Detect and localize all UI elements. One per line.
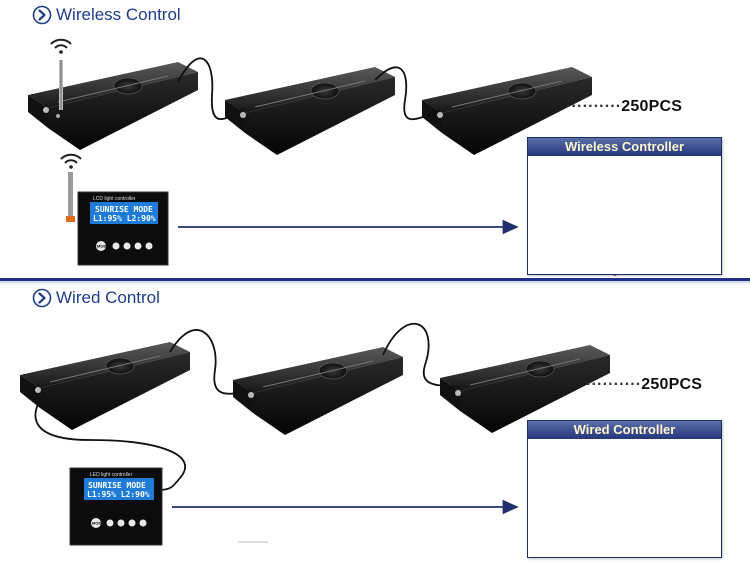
wired-controller-box: Wired Controller [527,420,722,558]
lcd-screen [90,202,158,224]
mode-button [96,241,106,251]
lcd-line-2: L1:95% L2:90% [87,490,150,499]
wired-lamp-2 [233,347,403,435]
circled-arrow-icon [32,288,52,308]
wired-lcd-controller: LED light controller SUNRISE MODE L1:95%… [69,467,163,546]
link-cable [177,57,246,120]
antenna-icon [66,172,75,222]
wired-section-title: Wired Control [56,288,160,307]
lcd-line-1: SUNRISE MODE [95,205,153,214]
wired-section-heading: Wired Control [32,288,160,308]
fan-icon [105,357,135,375]
section-divider [0,278,750,281]
ok-button [139,519,147,527]
left-button [117,519,125,527]
up-button [112,242,120,250]
lcd-line-1: SUNRISE MODE [88,481,146,490]
fan-icon [318,362,348,380]
circled-arrow-icon [32,5,52,25]
wireless-count-label: ··········250PCS [566,98,683,115]
fan-icon [310,82,340,100]
fan-icon [525,360,555,378]
wireless-lamp-2 [225,67,395,155]
svg-text:MODE: MODE [92,521,104,526]
wifi-signal-icon [50,38,72,54]
link-cable [169,329,253,395]
left-button [123,242,131,250]
controller-cable [34,391,187,491]
wired-controller-caption: Wired Controller [528,421,721,439]
wireless-section-heading: Wireless Control [32,5,181,25]
wireless-section-title: Wireless Control [56,5,181,24]
link-cable [374,66,441,121]
wireless-lcd-controller: LCD light controller SUNRISE MODE L1:95%… [77,191,169,266]
wireless-lamp-3 [422,67,592,155]
svg-text:MODE: MODE [97,244,109,249]
ok-button [145,242,153,250]
link-cable [382,322,461,388]
down-button [134,242,142,250]
fan-icon [113,77,143,95]
lcd-screen [84,478,154,500]
wired-count-label: ··········250PCS [586,376,703,393]
wifi-signal-icon [60,153,82,169]
wired-lamp-1 [20,342,190,430]
wireless-controller-box: Wireless Controller [527,137,722,275]
fan-icon [507,82,537,100]
wireless-controller-caption: Wireless Controller [528,138,721,156]
wireless-lamp-1 [28,62,198,150]
lcd-header-label: LCD light controller [93,196,136,202]
lcd-header-label: LED light controller [90,472,133,478]
up-button [106,519,114,527]
down-button [128,519,136,527]
mode-button [91,518,101,528]
lcd-line-2: L1:95% L2:90% [93,214,156,223]
section-divider-shadow [0,281,750,285]
